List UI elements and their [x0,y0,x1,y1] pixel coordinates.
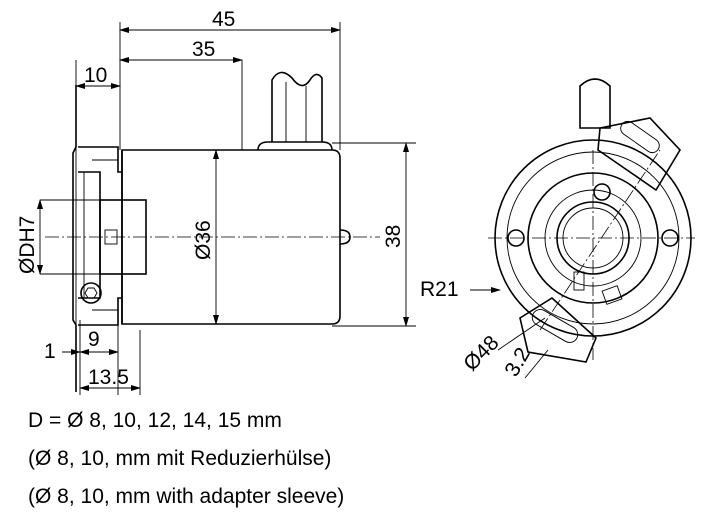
note-reducer-sleeve-de: (Ø 8, 10, mm mit Reduzierhülse) [28,447,332,470]
note-adapter-sleeve-en: (Ø 8, 10, mm with adapter sleeve) [28,485,345,508]
dim-9: 9 [88,328,100,351]
flange [72,85,147,392]
dim-38: 38 [382,225,405,248]
notes: D = Ø 8, 10, 12, 14, 15 mm (Ø 8, 10, mm … [28,408,344,522]
shaft-bore [556,201,630,275]
dim-35: 35 [192,38,215,61]
clamp-screw [80,282,102,304]
dim-45: 45 [212,8,235,31]
dim-d48: Ø48 [459,331,503,375]
side-view: 45 35 10 ØDH7 Ø36 38 1 9 13.5 [16,8,416,395]
dim-13-5: 13.5 [88,366,129,389]
dim-d36: Ø36 [192,220,215,260]
dim-r21: R21 [420,278,459,301]
dim-1: 1 [44,340,56,363]
note-diameters: D = Ø 8, 10, 12, 14, 15 mm [28,409,282,432]
encoder-body [121,71,351,325]
dim-3-2: 3.2 [500,344,535,381]
dim-dh7: ØDH7 [16,216,39,274]
front-view: R21 Ø48 3.2 [420,78,695,381]
upper-tether [597,117,681,192]
dim-10: 10 [84,64,107,87]
lower-tether [519,297,597,363]
